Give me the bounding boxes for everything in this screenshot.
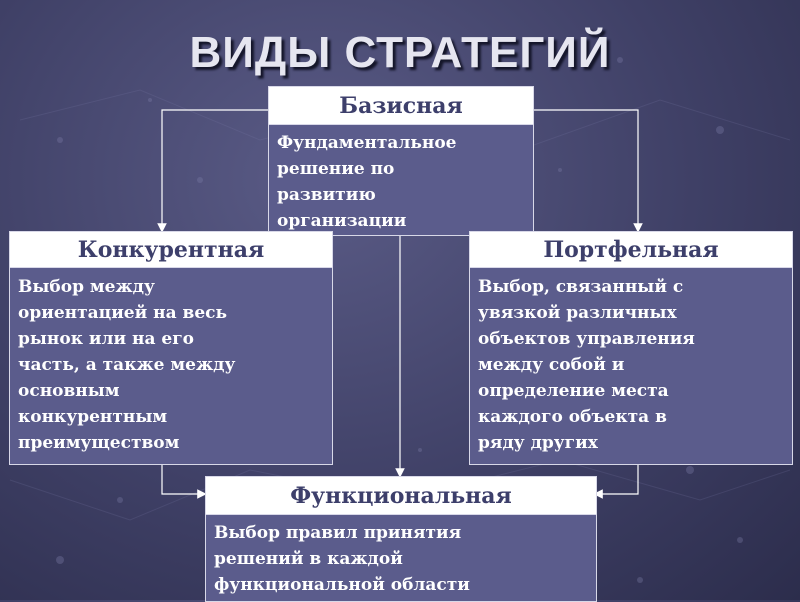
functional-strategy-box: Функциональная Выбор правил принятия реш… [205,476,597,602]
portfolio-strategy-header: Портфельная [470,232,792,268]
basic-strategy-text: Фундаментальное решение по развитию орга… [269,125,533,235]
competitive-strategy-header: Конкурентная [10,232,332,268]
portfolio-strategy-box: Портфельная Выбор, связанный с увязкой р… [469,231,793,465]
page-title: ВИДЫ СТРАТЕГИЙ [189,28,611,77]
functional-strategy-text: Выбор правил принятия решений в каждой ф… [206,515,596,601]
basic-strategy-header: Базисная [269,87,533,125]
competitive-strategy-box: Конкурентная Выбор между ориентацией на … [9,231,333,465]
functional-strategy-header: Функциональная [206,477,596,515]
basic-strategy-box: Базисная Фундаментальное решение по разв… [268,86,534,236]
portfolio-strategy-text: Выбор, связанный с увязкой различных объ… [470,268,792,464]
competitive-strategy-text: Выбор между ориентацией на весь рынок ил… [10,268,332,464]
